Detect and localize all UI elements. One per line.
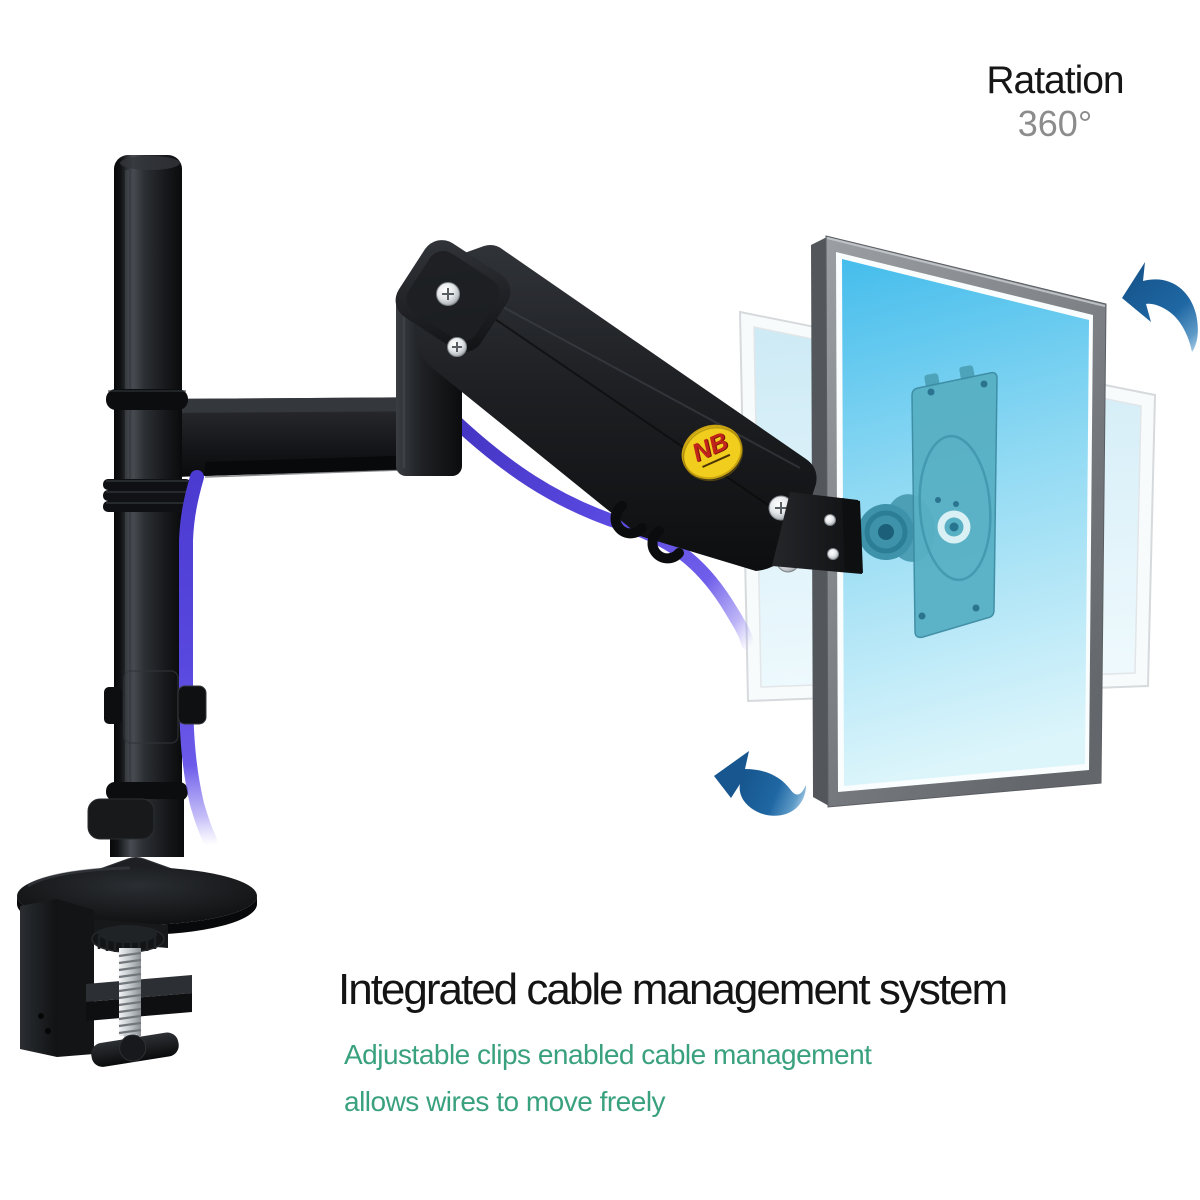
ball-joint [858,504,914,560]
cable-clips-arm [610,501,684,564]
feature-description-line1: Adjustable clips enabled cable managemen… [344,1039,872,1070]
rotation-arrow-top [1122,262,1198,352]
clamp-screw [91,925,165,1045]
rotation-arrow-bottom [714,751,806,816]
t-handle-knob [91,1032,179,1067]
rotation-label: Ratation [986,59,1124,102]
pole [87,155,191,857]
pole-adjust-rings [103,479,191,512]
pole-base-clip [87,798,155,840]
cable-pole-section [179,470,217,847]
feature-heading: Integrated cable management system [338,965,1008,1014]
feature-description-line2: allows wires to move freely [344,1086,666,1117]
vesa-screw-holes [918,380,988,620]
desk-c-clamp [17,857,257,1067]
horizontal-arm [150,397,462,478]
cable-clip-pole [104,685,207,725]
nb-brand-badge [681,424,744,482]
gas-spring-arm [395,240,863,574]
rotation-value: 360° [1017,103,1093,144]
vesa-plate [858,365,998,639]
monitor-link-bracket [772,492,863,574]
